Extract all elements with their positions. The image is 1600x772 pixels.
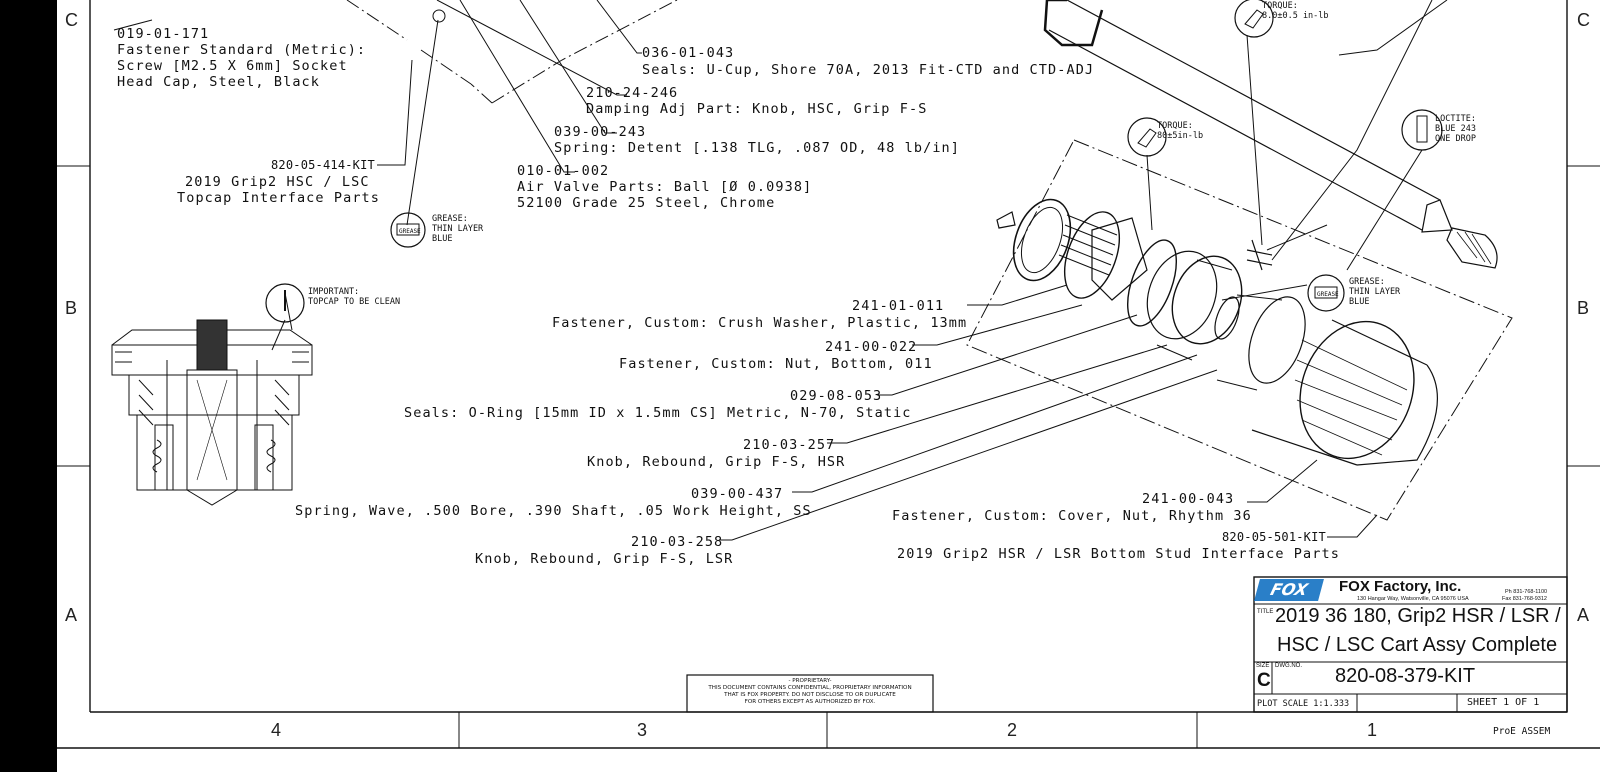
part-desc-019-01-171-line2: Screw [M2.5 X 6mm] Socket — [117, 58, 348, 74]
zone-col-3: 3 — [637, 720, 648, 740]
proprietary-line1: - PROPRIETARY- — [788, 678, 832, 684]
zone-col-1: 1 — [1367, 720, 1378, 740]
zone-row-a-right: A — [1577, 605, 1590, 625]
part-desc-010-01-002-line2: 52100 Grade 25 Steel, Chrome — [517, 195, 776, 211]
proprietary-line4: FOR OTHERS EXCEPT AS AUTHORIZED BY FOX. — [744, 699, 876, 705]
part-number-241-00-043: 241-00-043 — [1142, 491, 1235, 507]
grease-right-line1: GREASE: — [1349, 277, 1385, 287]
loctite-line3: ONE DROP — [1435, 134, 1476, 144]
part-number-210-03-258: 210-03-258 — [631, 534, 724, 550]
zone-row-c-left: C — [65, 10, 78, 30]
zone-col-4: 4 — [271, 720, 282, 740]
sheet-number: SHEET 1 OF 1 — [1467, 697, 1540, 708]
kit-number-820-05-414: 820-05-414-KIT — [271, 158, 375, 172]
part-number-010-01-002: 010-01-002 — [517, 163, 610, 179]
plot-scale: PLOT SCALE 1:1.333 — [1257, 699, 1350, 709]
grease-left-line3: BLUE — [432, 234, 453, 244]
part-desc-036-01-043: Seals: U-Cup, Shore 70A, 2013 Fit-CTD an… — [642, 62, 1095, 78]
zone-row-b-right: B — [1577, 298, 1590, 318]
part-desc-210-24-246: Damping Adj Part: Knob, HSC, Grip F-S — [586, 101, 928, 117]
title-label: TITLE — [1257, 609, 1274, 615]
drawing-linework — [57, 0, 1600, 749]
torque-mid-line1: TORQUE: — [1157, 121, 1193, 131]
title-line2: HSC / LSC Cart Assy Complete — [1277, 634, 1558, 656]
size-label: SIZE — [1256, 663, 1270, 669]
zone-row-c-right: C — [1577, 10, 1590, 30]
part-desc-019-01-171-line1: Fastener Standard (Metric): — [117, 42, 367, 58]
part-desc-241-00-022: Fastener, Custom: Nut, Bottom, 011 — [619, 356, 933, 372]
company-fax: Fax 831-768-9312 — [1502, 596, 1547, 602]
part-desc-039-00-243: Spring: Detent [.138 TLG, .087 OD, 48 lb… — [554, 140, 961, 156]
fox-logo: FOX — [1254, 579, 1324, 601]
proprietary-line2: THIS DOCUMENT CONTAINS CONFIDENTIAL, PRO… — [708, 685, 912, 691]
kit-desc-820-05-414-line1: 2019 Grip2 HSC / LSC — [185, 174, 370, 190]
part-number-210-03-257: 210-03-257 — [743, 437, 836, 453]
part-desc-010-01-002-line1: Air Valve Parts: Ball [Ø 0.0938] — [517, 179, 813, 195]
part-number-241-00-022: 241-00-022 — [825, 339, 918, 355]
kit-number-820-05-501: 820-05-501-KIT — [1222, 530, 1326, 544]
torque-top-line1: TORQUE: — [1262, 1, 1298, 11]
part-number-039-00-243: 039-00-243 — [554, 124, 647, 140]
part-number-241-01-011: 241-01-011 — [852, 298, 945, 314]
company-phone: Ph 831-768-1100 — [1505, 589, 1548, 595]
part-desc-029-08-053: Seals: O-Ring [15mm ID x 1.5mm CS] Metri… — [404, 405, 912, 421]
company-address: 130 Hangar Way, Watsonville, CA 95076 US… — [1357, 596, 1469, 602]
drawing-number: 820-08-379-KIT — [1335, 665, 1476, 687]
important-line2: TOPCAP TO BE CLEAN — [308, 297, 401, 307]
loctite-line1: LOCTITE: — [1435, 114, 1476, 124]
zone-col-2: 2 — [1007, 720, 1018, 740]
cad-note: ProE ASSEM — [1493, 726, 1551, 737]
grease-left-line1: GREASE: — [432, 214, 468, 224]
grease-icon: GREASE — [399, 228, 421, 235]
part-number-036-01-043: 036-01-043 — [642, 45, 735, 61]
part-desc-210-03-258: Knob, Rebound, Grip F-S, LSR — [475, 551, 734, 567]
grease-icon-right: GREASE — [1317, 291, 1339, 298]
zone-row-b-left: B — [65, 298, 78, 318]
left-black-margin — [0, 0, 57, 772]
fox-logo-text: FOX — [1268, 580, 1310, 599]
kit-desc-820-05-501: 2019 Grip2 HSR / LSR Bottom Stud Interfa… — [897, 546, 1340, 562]
grease-right-line3: BLUE — [1349, 297, 1370, 307]
proprietary-line3: THAT IS FOX PROPERTY. DO NOT DISCLOSE TO… — [724, 692, 896, 698]
grease-left-line2: THIN LAYER — [432, 224, 484, 234]
dwg-label: DWG.NO. — [1275, 663, 1302, 669]
part-desc-210-03-257: Knob, Rebound, Grip F-S, HSR — [587, 454, 846, 470]
proprietary-notice: - PROPRIETARY- THIS DOCUMENT CONTAINS CO… — [687, 678, 933, 706]
kit-desc-820-05-414-line2: Topcap Interface Parts — [177, 190, 381, 206]
torque-top-line2: 8.0±0.5 in-lb — [1262, 11, 1329, 21]
torque-mid-line2: 80±5in-lb — [1157, 131, 1204, 141]
part-number-039-00-437: 039-00-437 — [691, 486, 784, 502]
part-number-029-08-053: 029-08-053 — [790, 388, 883, 404]
title-line1: 2019 36 180, Grip2 HSR / LSR / — [1275, 605, 1561, 627]
zone-row-a-left: A — [65, 605, 78, 625]
part-desc-241-01-011: Fastener, Custom: Crush Washer, Plastic,… — [552, 315, 968, 331]
loctite-line2: BLUE 243 — [1435, 124, 1476, 134]
part-number-019-01-171: 019-01-171 — [117, 26, 210, 42]
important-line1: IMPORTANT: — [308, 287, 360, 297]
part-desc-039-00-437: Spring, Wave, .500 Bore, .390 Shaft, .05… — [295, 503, 812, 519]
drawing-sheet: C B A C B A 4 3 2 1 019-01-171 Fastener … — [57, 0, 1600, 772]
part-desc-019-01-171-line3: Head Cap, Steel, Black — [117, 74, 321, 90]
size-value: C — [1257, 670, 1271, 691]
grease-right-line2: THIN LAYER — [1349, 287, 1401, 297]
part-number-210-24-246: 210-24-246 — [586, 85, 679, 101]
part-desc-241-00-043: Fastener, Custom: Cover, Nut, Rhythm 36 — [892, 508, 1252, 524]
company-name: FOX Factory, Inc. — [1339, 578, 1462, 595]
